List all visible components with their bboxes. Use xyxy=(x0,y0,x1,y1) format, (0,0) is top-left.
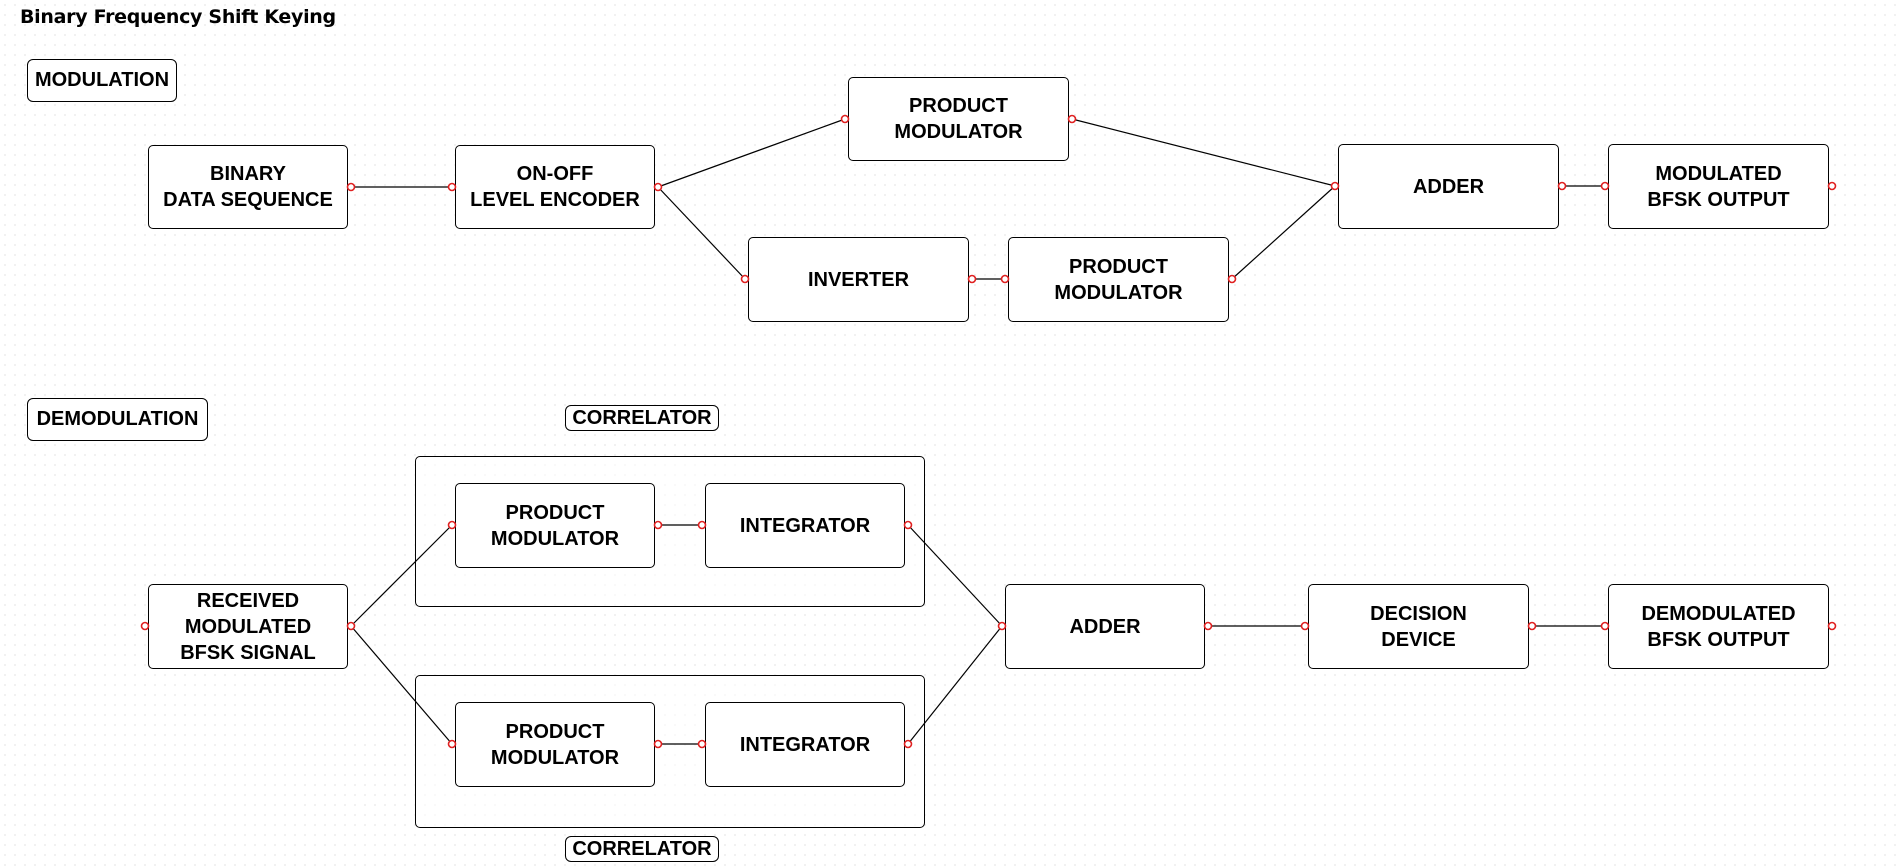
port-demod-product-bottom-out[interactable] xyxy=(653,739,663,749)
correlator-top-label: CORRELATOR xyxy=(565,405,719,431)
port-demod-output-in[interactable] xyxy=(1600,621,1610,631)
port-product-bottom-out[interactable] xyxy=(1227,274,1237,284)
demod-product-modulator-top-block[interactable]: PRODUCT MODULATOR xyxy=(455,483,655,568)
product-modulator-bottom-block[interactable]: PRODUCT MODULATOR xyxy=(1008,237,1229,322)
port-demod-output-out[interactable] xyxy=(1827,621,1837,631)
port-binary-out[interactable] xyxy=(346,182,356,192)
port-integrator-top-in[interactable] xyxy=(697,520,707,530)
on-off-level-encoder-block[interactable]: ON-OFF LEVEL ENCODER xyxy=(455,145,655,229)
wire-encoder-to-inverter xyxy=(657,186,746,280)
integrator-top-block[interactable]: INTEGRATOR xyxy=(705,483,905,568)
port-demod-product-bottom-in[interactable] xyxy=(447,739,457,749)
port-adder-in[interactable] xyxy=(1330,181,1340,191)
demodulation-adder-block[interactable]: ADDER xyxy=(1005,584,1205,669)
demodulated-bfsk-output-block[interactable]: DEMODULATED BFSK OUTPUT xyxy=(1608,584,1829,669)
port-decision-in[interactable] xyxy=(1300,621,1310,631)
wire-encoder-to-product-top xyxy=(657,118,846,188)
demodulation-section-label: DEMODULATION xyxy=(27,398,208,441)
diagram-title: Binary Frequency Shift Keying xyxy=(20,6,336,28)
port-inverter-out[interactable] xyxy=(967,274,977,284)
port-output-in[interactable] xyxy=(1600,181,1610,191)
port-demod-product-top-in[interactable] xyxy=(447,520,457,530)
port-decision-out[interactable] xyxy=(1527,621,1537,631)
port-output-out[interactable] xyxy=(1827,181,1837,191)
wire-product-top-to-adder xyxy=(1071,118,1336,187)
port-product-top-in[interactable] xyxy=(840,114,850,124)
port-demod-adder-in[interactable] xyxy=(997,621,1007,631)
port-product-top-out[interactable] xyxy=(1067,114,1077,124)
port-received-in[interactable] xyxy=(140,621,150,631)
integrator-bottom-block[interactable]: INTEGRATOR xyxy=(705,702,905,787)
modulation-adder-block[interactable]: ADDER xyxy=(1338,144,1559,229)
port-integrator-top-out[interactable] xyxy=(903,520,913,530)
modulated-bfsk-output-block[interactable]: MODULATED BFSK OUTPUT xyxy=(1608,144,1829,229)
port-integrator-bottom-out[interactable] xyxy=(903,739,913,749)
binary-data-sequence-block[interactable]: BINARY DATA SEQUENCE xyxy=(148,145,348,229)
port-received-out[interactable] xyxy=(346,621,356,631)
port-encoder-out[interactable] xyxy=(653,182,663,192)
port-adder-out[interactable] xyxy=(1557,181,1567,191)
inverter-block[interactable]: INVERTER xyxy=(748,237,969,322)
port-demod-adder-out[interactable] xyxy=(1203,621,1213,631)
port-inverter-in[interactable] xyxy=(740,274,750,284)
port-encoder-in[interactable] xyxy=(447,182,457,192)
modulation-section-label: MODULATION xyxy=(27,59,177,102)
demod-product-modulator-bottom-block[interactable]: PRODUCT MODULATOR xyxy=(455,702,655,787)
port-demod-product-top-out[interactable] xyxy=(653,520,663,530)
port-integrator-bottom-in[interactable] xyxy=(697,739,707,749)
wire-product-bottom-to-adder xyxy=(1231,185,1336,280)
correlator-bottom-label: CORRELATOR xyxy=(565,836,719,862)
received-bfsk-signal-block[interactable]: RECEIVED MODULATED BFSK SIGNAL xyxy=(148,584,348,669)
port-product-bottom-in[interactable] xyxy=(1000,274,1010,284)
product-modulator-top-block[interactable]: PRODUCT MODULATOR xyxy=(848,77,1069,161)
decision-device-block[interactable]: DECISION DEVICE xyxy=(1308,584,1529,669)
